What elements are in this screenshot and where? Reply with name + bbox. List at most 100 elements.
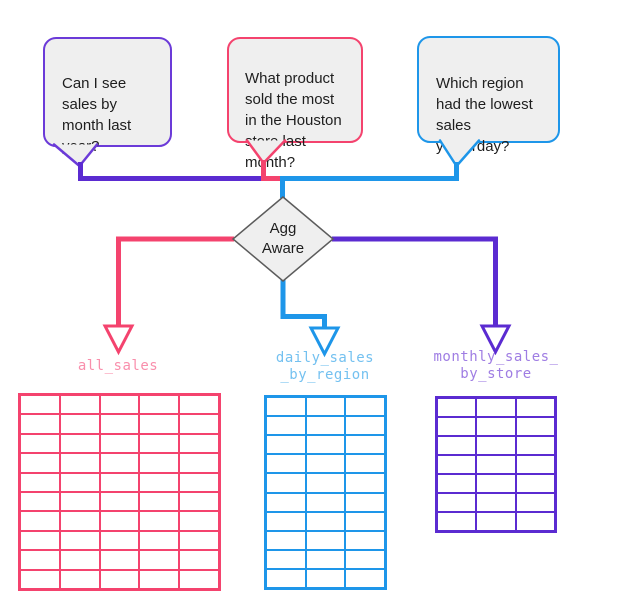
table-cell	[180, 396, 218, 414]
table-cell	[21, 531, 59, 550]
table-all-sales	[18, 393, 221, 591]
table-cell	[267, 493, 305, 511]
table-cell	[100, 434, 139, 453]
table-cell	[438, 475, 476, 492]
table-cell	[306, 569, 345, 587]
table-cell	[477, 513, 515, 530]
table-cell	[180, 570, 218, 588]
table-cell	[267, 398, 305, 416]
table-cell	[438, 494, 476, 511]
table-cell	[21, 396, 59, 414]
table-cell	[180, 551, 218, 569]
connector-blue-out	[280, 280, 327, 331]
speech-bubble-sales-by-month: Can I see sales by month last year?	[43, 37, 172, 155]
table-cell	[140, 551, 179, 569]
table-cell	[516, 399, 554, 416]
table-cell	[516, 418, 554, 435]
table-cell	[100, 551, 139, 569]
table-cell	[346, 493, 384, 511]
table-cell	[346, 417, 384, 435]
table-cell	[438, 399, 476, 416]
table-cell	[100, 492, 139, 511]
table-cell	[100, 396, 139, 414]
table-cell	[438, 513, 476, 530]
table-cell	[140, 473, 179, 491]
table-cell	[306, 417, 345, 435]
table-cell	[21, 512, 59, 530]
table-cell	[346, 455, 384, 473]
table-cell	[516, 456, 554, 473]
speech-bubble-top-product-houston: What product sold the most in the Housto…	[227, 37, 363, 171]
table-cell	[306, 474, 345, 492]
table-cell	[346, 569, 384, 587]
table-cell	[267, 531, 305, 549]
speech-bubble-lowest-region: Which region had the lowest sales yester…	[417, 36, 560, 155]
table-cell	[516, 437, 554, 454]
table-cell	[21, 415, 59, 433]
table-cell	[477, 418, 515, 435]
speech-bubble-text: What product sold the most in the Housto…	[245, 70, 342, 171]
table-cell	[140, 415, 179, 433]
table-cell	[346, 531, 384, 549]
table-cell	[21, 473, 59, 491]
table-cell	[306, 436, 345, 454]
table-label-daily-sales-by-region: daily_sales _by_region	[275, 350, 375, 383]
table-cell	[516, 494, 554, 511]
table-cell	[306, 550, 345, 568]
table-cell	[267, 474, 305, 492]
table-cell	[267, 436, 305, 454]
table-monthly-sales-by-store	[435, 396, 557, 533]
speech-bubble-text: Can I see sales by month last year?	[62, 75, 132, 155]
table-cell	[140, 396, 179, 414]
table-cell	[477, 437, 515, 454]
table-cell	[180, 415, 218, 433]
table-daily-sales-by-region	[264, 395, 387, 590]
table-cell	[100, 512, 139, 530]
table-cell	[306, 493, 345, 511]
table-cell	[140, 512, 179, 530]
table-cell	[60, 473, 99, 491]
table-cell	[21, 454, 59, 472]
connector-blue-in	[280, 162, 459, 198]
table-cell	[180, 473, 218, 491]
table-cell	[346, 550, 384, 568]
table-cell	[60, 492, 99, 511]
table-cell	[438, 456, 476, 473]
table-cell	[516, 475, 554, 492]
table-cell	[140, 570, 179, 588]
decision-diamond	[231, 196, 335, 282]
table-cell	[516, 513, 554, 530]
table-cell	[21, 551, 59, 569]
table-cell	[267, 512, 305, 530]
table-cell	[60, 531, 99, 550]
bubble-tail-purple	[52, 143, 99, 168]
table-cell	[180, 492, 218, 511]
table-cell	[180, 512, 218, 530]
table-cell	[306, 398, 345, 416]
table-cell	[100, 531, 139, 550]
table-cell	[60, 551, 99, 569]
arrowhead-down-pink-icon	[102, 324, 135, 356]
table-cell	[180, 454, 218, 472]
table-cell	[306, 531, 345, 549]
decision-diamond-label: Agg Aware	[261, 220, 305, 257]
table-cell	[267, 550, 305, 568]
table-cell	[267, 455, 305, 473]
table-cell	[346, 474, 384, 492]
connector-pink-in	[261, 160, 284, 181]
table-cell	[21, 570, 59, 588]
table-cell	[267, 417, 305, 435]
arrowhead-down-blue-icon	[308, 326, 341, 358]
table-cell	[346, 512, 384, 530]
connector-pink-out	[116, 236, 234, 329]
table-cell	[180, 434, 218, 453]
table-cell	[60, 454, 99, 472]
table-label-all-sales: all_sales	[77, 358, 159, 374]
table-cell	[140, 434, 179, 453]
table-cell	[180, 531, 218, 550]
table-cell	[60, 570, 99, 588]
table-label-monthly-sales-by-store: monthly_sales_ by_store	[433, 349, 559, 382]
bubble-tail-blue	[438, 139, 481, 168]
table-cell	[267, 569, 305, 587]
